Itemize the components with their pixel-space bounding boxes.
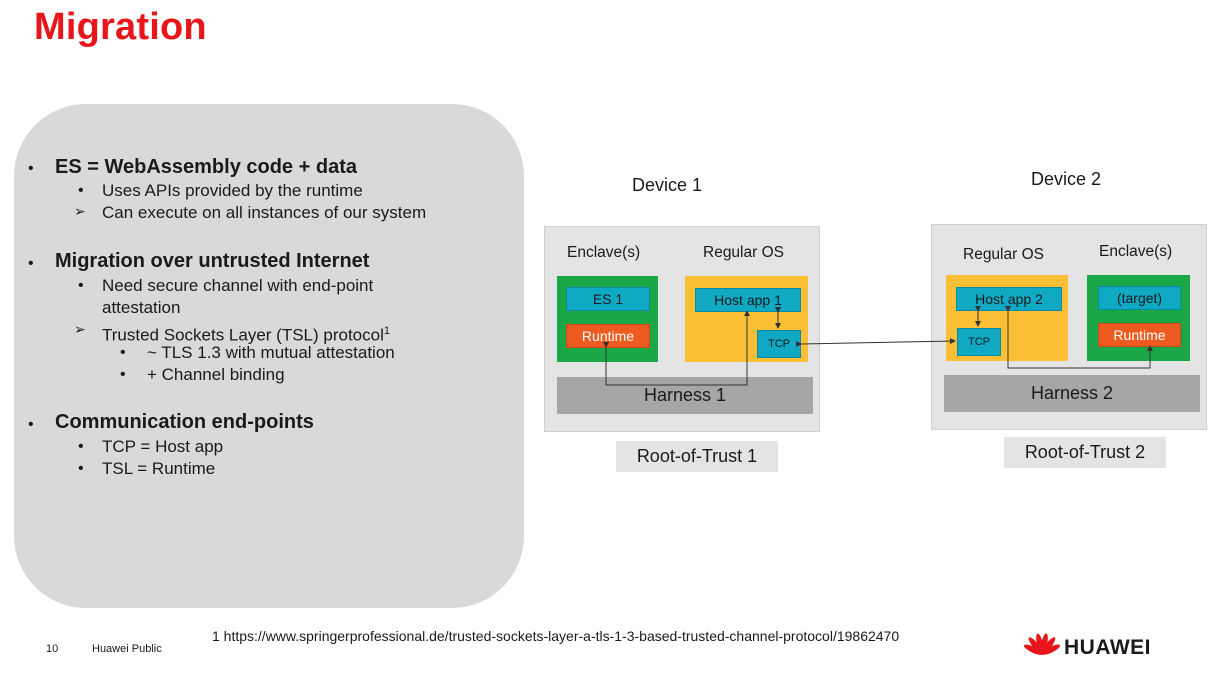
- bullet-endpoints-sub2: TSL = Runtime: [102, 459, 216, 478]
- footnote-reference: 1 https://www.springerprofessional.de/tr…: [212, 628, 900, 644]
- device-1-os-label: Regular OS: [703, 244, 784, 261]
- classification-label: Huawei Public: [92, 643, 162, 655]
- bullet-migration-sub1-line2: attestation: [102, 298, 181, 317]
- bullet-migration-sub4: + Channel binding: [147, 365, 285, 384]
- device-1-runtime-host-path: [603, 310, 750, 386]
- bullet-migration-heading: Migration over untrusted Internet: [55, 250, 370, 272]
- device-1-harness: Harness 1: [557, 377, 813, 414]
- bullet-migration-sub3: ~ TLS 1.3 with mutual attestation: [147, 343, 395, 362]
- tcp-to-tcp-link: [795, 338, 956, 348]
- device-1-tcp: TCP: [757, 330, 801, 358]
- device-2-host-runtime-path: [1005, 306, 1153, 369]
- arrow-bullet-icon: ➢: [74, 321, 86, 337]
- bullet-dot-icon: •: [78, 460, 84, 477]
- device-2-os-label: Regular OS: [963, 246, 1044, 263]
- bullet-es-heading: ES = WebAssembly code + data: [55, 156, 357, 178]
- bullet-es-sub2: Can execute on all instances of our syst…: [102, 203, 427, 222]
- bullet-migration-sub2: Trusted Sockets Layer (TSL) protocol1: [102, 320, 390, 347]
- device-2-target: (target): [1098, 286, 1181, 310]
- arrow-bullet-icon: ➢: [74, 203, 86, 219]
- page-number: 10: [46, 643, 59, 655]
- bullet-dot-icon: •: [78, 438, 84, 455]
- footnote-marker: 1: [383, 325, 390, 337]
- bullet-dot-icon: •: [78, 182, 84, 199]
- device-1-es: ES 1: [566, 287, 650, 311]
- device-1-root-of-trust: Root-of-Trust 1: [616, 441, 778, 472]
- bullet-endpoints-heading: Communication end-points: [55, 411, 314, 433]
- bullet-es-sub1: Uses APIs provided by the runtime: [102, 181, 363, 200]
- device-2-enclave-label: Enclave(s): [1099, 243, 1173, 260]
- bullet-dot-icon: •: [78, 277, 84, 294]
- device-2-tcp: TCP: [957, 328, 1001, 356]
- bullet-dot-icon: •: [120, 344, 126, 361]
- bullet-endpoints-sub1: TCP = Host app: [102, 437, 224, 456]
- device-1-title: Device 1: [632, 175, 703, 195]
- bullet-dot-icon: •: [28, 160, 34, 177]
- bullet-dot-icon: •: [120, 366, 126, 383]
- bullet-dot-icon: •: [28, 416, 34, 433]
- device-2-harness: Harness 2: [944, 375, 1200, 412]
- huawei-logo-text: HUAWEI: [1064, 636, 1151, 659]
- bullet-dot-icon: •: [28, 255, 34, 272]
- device-1-enclave-label: Enclave(s): [567, 244, 641, 261]
- slide-title: Migration: [34, 6, 207, 48]
- device-2-root-of-trust: Root-of-Trust 2: [1004, 437, 1166, 468]
- bullet-panel: [14, 104, 524, 608]
- huawei-logo-icon: [1023, 633, 1061, 655]
- device-2-title: Device 2: [1031, 169, 1102, 189]
- bullet-migration-sub1-line1: Need secure channel with end-point: [102, 276, 374, 295]
- bullet-migration-sub2-text: Trusted Sockets Layer (TSL) protocol: [102, 325, 384, 345]
